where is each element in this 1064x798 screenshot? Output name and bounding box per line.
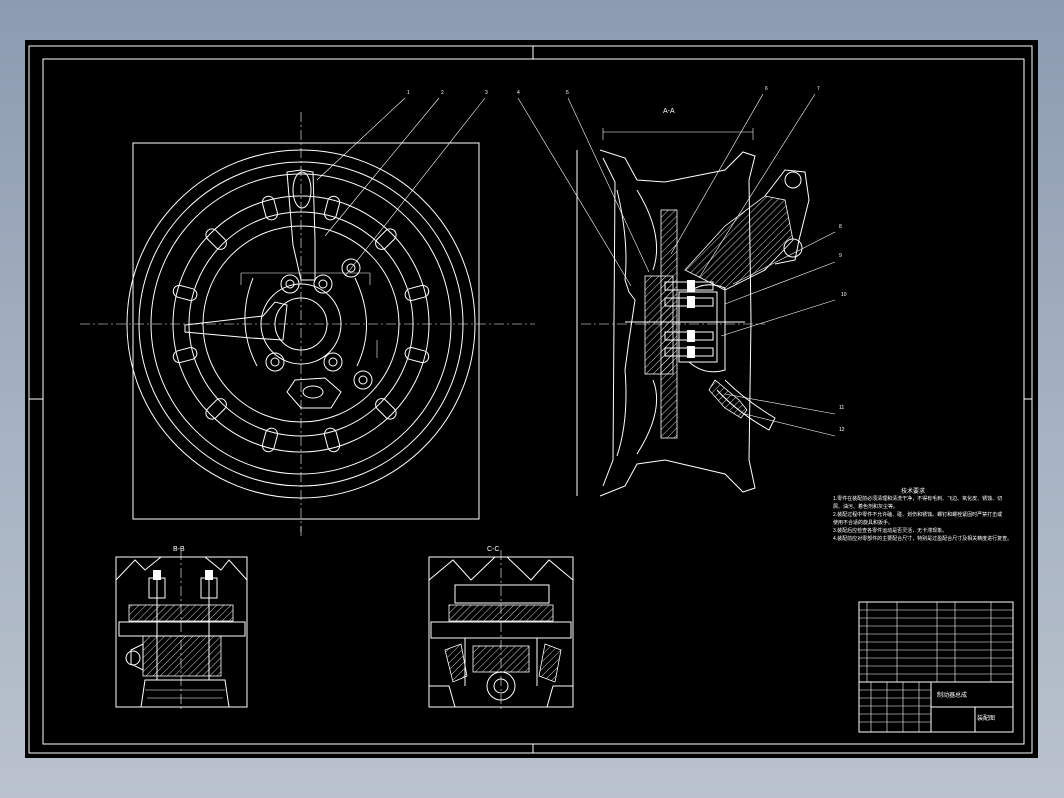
note-line: 使用不合适的旋具和扳手。 — [833, 520, 894, 526]
balloon-4: 4 — [517, 90, 520, 96]
balloon-10: 10 — [841, 292, 847, 298]
section-b-b-view — [115, 550, 248, 712]
notes-lines: 1.零件在装配前必须清理和清洗干净，不得有毛刺、飞边、氧化皮、锈蚀、切屑、油污、… — [833, 495, 1013, 543]
view-label-b-b: B-B — [173, 546, 185, 553]
balloon-8: 8 — [839, 224, 842, 230]
section-c-c-view — [428, 550, 574, 712]
balloon-3: 3 — [485, 90, 488, 96]
centring-marks — [29, 46, 1032, 753]
title-block-sheet-label: 装配图 — [977, 716, 996, 722]
note-line: 3.装配后应检查各零件运动是否灵活，无卡滞现象。 — [833, 528, 948, 534]
balloon-7: 7 — [817, 86, 820, 92]
cad-drawing — [28, 45, 1033, 754]
section-a-a-view — [517, 93, 836, 497]
balloon-6: 6 — [765, 86, 768, 92]
view-label-c-c: C-C — [487, 546, 500, 553]
balloon-1: 1 — [407, 90, 410, 96]
title-block-drawing-title: 制动器总成 — [937, 693, 968, 699]
note-line: 1.零件在装配前必须清理和清洗干净，不得有毛刺、飞边、氧化皮、锈蚀、切 — [833, 496, 1003, 502]
balloon-9: 9 — [839, 253, 842, 259]
note-line: 2.装配过程中零件不允许磕、碰、划伤和锈蚀。螺钉和螺栓紧固时严禁打击或 — [833, 512, 1003, 518]
note-line: 4.装配前应对零部件的主要配合尺寸，特别是过盈配合尺寸及相关精度进行复查。 — [833, 536, 1013, 542]
balloon-5: 5 — [566, 90, 569, 96]
front-view — [80, 97, 535, 536]
technical-notes: 技术要求 1.零件在装配前必须清理和清洗干净，不得有毛刺、飞边、氧化皮、锈蚀、切… — [833, 486, 1013, 543]
balloon-11: 11 — [839, 405, 845, 411]
notes-heading: 技术要求 — [900, 489, 925, 495]
balloon-12: 12 — [839, 427, 845, 433]
note-line: 屑、油污、着色剂和灰尘等。 — [833, 504, 899, 510]
view-label-a-a: A-A — [663, 108, 675, 115]
balloon-2: 2 — [441, 90, 444, 96]
title-block — [858, 601, 1014, 733]
